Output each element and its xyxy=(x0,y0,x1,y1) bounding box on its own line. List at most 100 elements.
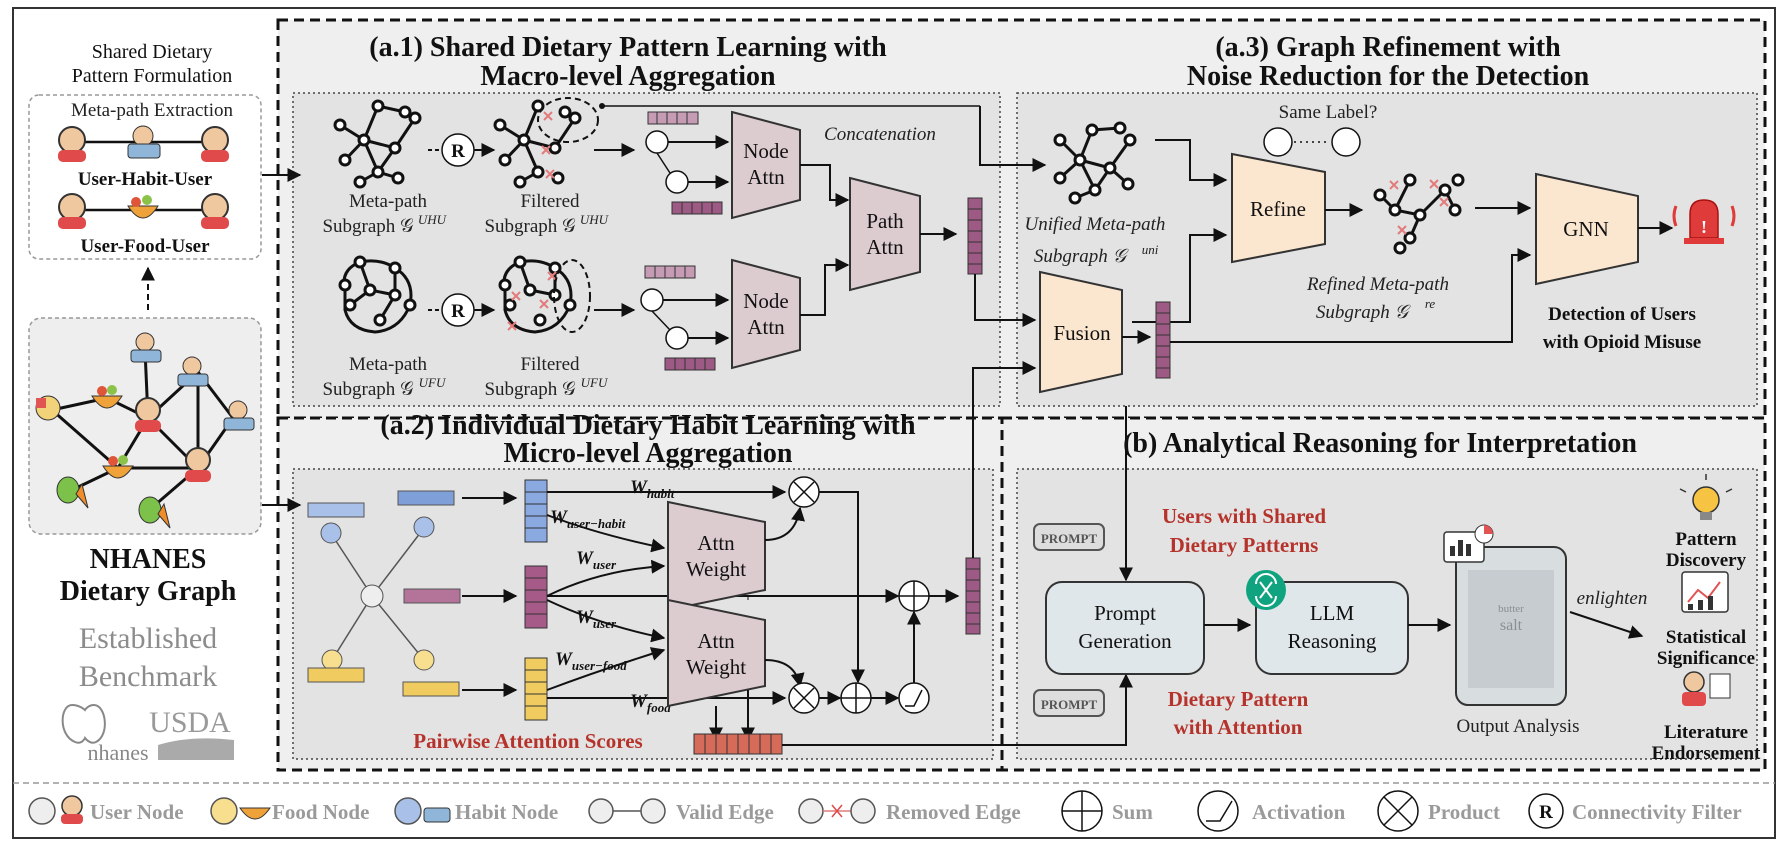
legend-habit-label: Habit Node xyxy=(455,800,558,824)
prompt-tag-top: PROMPT xyxy=(1033,523,1105,551)
left-title-2: Pattern Formulation xyxy=(72,65,233,87)
a1-title-1: (a.1) Shared Dietary Pattern Learning wi… xyxy=(369,32,887,63)
attention-pattern-2: with Attention xyxy=(1174,715,1303,739)
legend-user-node: User Node xyxy=(28,795,184,825)
legend-removed-edge: Removed Edge xyxy=(798,798,1021,824)
attn-weight-module-bottom: Attn Weight xyxy=(667,598,766,708)
habit-icon xyxy=(130,332,162,363)
pattern-discovery-1: Pattern xyxy=(1675,529,1737,550)
uhu-label: User-Habit-User xyxy=(78,169,213,190)
legend-product-label: Product xyxy=(1428,800,1500,824)
fusion-module: Fusion xyxy=(1039,270,1123,394)
habit-node xyxy=(320,522,342,544)
researcher-icon xyxy=(1682,671,1731,706)
food-bowl-icon xyxy=(127,195,159,219)
path-attn-module: Path Attn xyxy=(849,176,921,292)
sum-op-bottom xyxy=(840,682,872,714)
section-a2: (a.2) Individual Dietary Habit Learning … xyxy=(307,361,1133,755)
food-node xyxy=(413,649,435,671)
shared-patterns-1: Users with Shared xyxy=(1162,504,1326,528)
llm-reasoning-box: LLM Reasoning xyxy=(1255,581,1409,675)
habit-icon xyxy=(127,125,161,159)
connectivity-filter-icon: R xyxy=(441,293,475,327)
prompt-gen-label-1: Prompt xyxy=(1094,601,1156,625)
activation-op xyxy=(898,682,930,714)
graph-title-2: Dietary Graph xyxy=(60,576,237,607)
legend-filter: R Connectivity Filter xyxy=(1528,793,1742,829)
usda-logo: USDA xyxy=(149,706,234,760)
legend-sum-label: Sum xyxy=(1112,800,1153,824)
legend-filter-symbol: R xyxy=(1539,802,1553,823)
metapath-label-ufu: Meta-path xyxy=(349,354,428,375)
node-attn-input-uhu xyxy=(645,111,730,215)
nhanes-logo: nhanes xyxy=(61,703,149,765)
w-user-habit: Wuser−habit xyxy=(550,507,626,531)
subgraph-sup-uhu: UHU xyxy=(418,212,448,227)
filtered-subgraph-ufu: Subgraph 𝒢 xyxy=(484,379,576,400)
removed-edge-marks xyxy=(541,111,555,179)
habit-embedding xyxy=(524,479,548,543)
unified-sup: uni xyxy=(1142,242,1159,257)
node-attn-label-2: Attn xyxy=(747,165,785,189)
attn-weight-label-1: Attn xyxy=(697,629,735,653)
ufu-row xyxy=(58,193,229,229)
prompt-tag-text: PROMPT xyxy=(1041,531,1098,546)
llm-label-1: LLM xyxy=(1310,601,1355,625)
svg-text:!: ! xyxy=(1701,217,1707,237)
detection-label-1: Detection of Users xyxy=(1548,304,1696,325)
dashed-highlight xyxy=(537,97,599,143)
section-a1: (a.1) Shared Dietary Pattern Learning wi… xyxy=(322,32,1047,400)
subgraph-label-uhu: Subgraph 𝒢 xyxy=(322,216,414,237)
metapath-label-uhu: Meta-path xyxy=(349,191,428,212)
node-attn-module-ufu: Node Attn xyxy=(731,258,801,370)
w-user-top: Wuser xyxy=(576,548,617,572)
user-icon xyxy=(58,126,86,162)
concatenation-label: Concatenation xyxy=(824,124,936,145)
legend-food-node: Food Node xyxy=(210,797,369,825)
detection-label-2: with Opioid Misuse xyxy=(1543,332,1701,353)
alarm-icon: ! xyxy=(1672,199,1736,244)
literature-endorsement-1: Literature xyxy=(1664,722,1748,743)
pairwise-score-bar xyxy=(693,733,783,755)
user-icon xyxy=(201,193,229,229)
a2-title-1: (a.2) Individual Dietary Habit Learning … xyxy=(380,410,916,441)
legend-food-label: Food Node xyxy=(272,800,369,824)
graph-title-1: NHANES xyxy=(90,544,207,575)
node-attn-module-uhu: Node Attn xyxy=(731,110,801,220)
removed-edge-marks xyxy=(507,271,557,331)
shared-patterns-2: Dietary Patterns xyxy=(1170,533,1319,557)
macro-embedding-vector xyxy=(967,197,983,275)
refined-label-2: Subgraph 𝒢 xyxy=(1316,302,1412,323)
legend-habit-node: Habit Node xyxy=(394,797,558,825)
habit-icon xyxy=(177,356,209,387)
filtered-sup-ufu: UFU xyxy=(581,375,609,390)
habit-star-graph xyxy=(307,490,461,697)
user-icon xyxy=(58,193,86,229)
product-op-top xyxy=(788,476,820,508)
filtered-subgraph-uhu: Subgraph 𝒢 xyxy=(484,216,576,237)
habit-node xyxy=(413,516,435,538)
section-a3: (a.3) Graph Refinement with Noise Reduct… xyxy=(1025,32,1736,582)
output-analysis-label: Output Analysis xyxy=(1457,716,1580,737)
legend-filter-label: Connectivity Filter xyxy=(1572,800,1742,824)
chart-food-icon xyxy=(35,395,61,421)
filtered-label-uhu: Filtered xyxy=(520,191,580,212)
output-analysis-box: butter salt xyxy=(1455,546,1567,706)
refined-graph xyxy=(1373,173,1465,255)
attn-weight-label-1: Attn xyxy=(697,531,735,555)
prompt-tag-text: PROMPT xyxy=(1041,697,1098,712)
unified-label-1: Unified Meta-path xyxy=(1025,214,1166,235)
food-node xyxy=(321,649,343,671)
fused-embedding-vector xyxy=(1155,301,1171,379)
section-b: (b) Analytical Reasoning for Interpretat… xyxy=(1033,428,1761,764)
legend: User Node Food Node Habit Node Valid Edg… xyxy=(28,790,1742,832)
uhu-row xyxy=(58,125,229,162)
statistical-significance-2: Significance xyxy=(1657,648,1755,669)
fusion-label: Fusion xyxy=(1053,321,1111,345)
metapath-title: Meta-path Extraction xyxy=(71,100,233,121)
legend-activation-label: Activation xyxy=(1252,800,1346,824)
user-icon xyxy=(201,126,229,162)
path-attn-label-1: Path xyxy=(866,209,904,233)
wordcloud-text: salt xyxy=(1500,617,1523,634)
attn-weight-label-2: Weight xyxy=(686,557,746,581)
